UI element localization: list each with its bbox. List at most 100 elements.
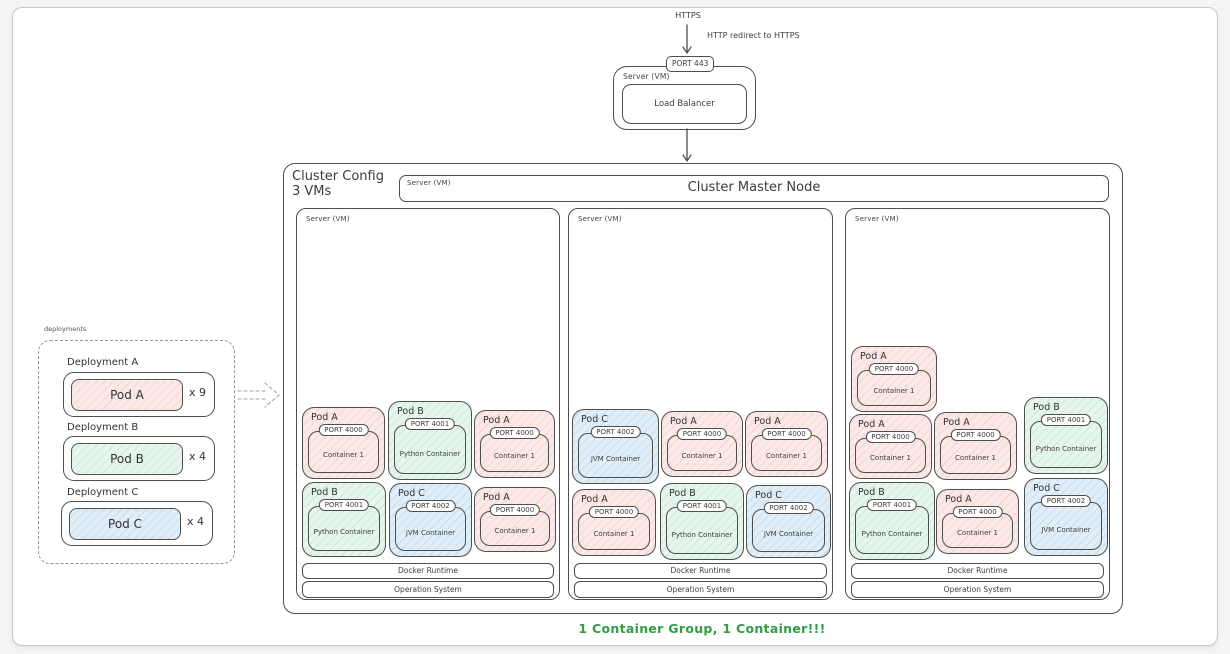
port-badge: PORT 4000: [489, 504, 541, 516]
server-vm-label: Server (VM): [855, 215, 899, 223]
pod-title: Pod A: [581, 494, 608, 505]
pod-title: Pod A: [670, 416, 697, 427]
container-label: Python Container: [861, 530, 923, 539]
pod-title: Pod A: [483, 415, 510, 426]
load-balancer-box: Load Balancer: [622, 84, 747, 124]
port-badge: PORT 4002: [763, 502, 814, 514]
deployment-b-pod: Pod B: [71, 443, 183, 475]
deployment-b-box: Pod B x 4: [63, 436, 215, 481]
deployment-a-count: x 9: [189, 386, 207, 399]
container-label: Python Container: [399, 449, 461, 458]
port-badge: PORT 4000: [761, 428, 812, 440]
docker-runtime-bar: Docker Runtime: [851, 563, 1104, 579]
deployments-panel: Deployment A Pod A x 9 Deployment B Pod …: [38, 340, 235, 564]
pod-title: Pod A: [311, 412, 338, 423]
server-vm-label: Server (VM): [578, 215, 622, 223]
container-label: Container 1: [957, 529, 998, 538]
cluster-master-node-box: Server (VM) Cluster Master Node: [399, 175, 1109, 202]
deployment-c-box: Pod C x 4: [61, 501, 213, 546]
deployment-b-count: x 4: [189, 450, 207, 463]
port-badge: PORT 4000: [868, 363, 920, 375]
pod-title: Pod B: [1033, 402, 1060, 413]
deployments-label: deployments: [44, 325, 87, 333]
http-redirect-label: HTTP redirect to HTTPS: [707, 31, 800, 40]
pod-title: Pod A: [860, 351, 887, 362]
container-label: Python Container: [313, 528, 375, 537]
pod-title: Pod C: [398, 488, 425, 499]
container-label: Container 1: [766, 451, 807, 460]
deployment-c-count: x 4: [187, 515, 205, 528]
container-label: JVM Container: [405, 528, 456, 537]
deployment-c-pod: Pod C: [69, 508, 181, 540]
container-label: Container 1: [323, 451, 364, 460]
port-badge: PORT 4001: [1040, 414, 1092, 426]
pod-title: Pod B: [858, 487, 885, 498]
footer-note: 1 Container Group, 1 Container!!!: [578, 621, 826, 636]
port-badge: PORT 4000: [950, 429, 1001, 441]
container-label: Container 1: [494, 527, 536, 536]
deployment-a-title: Deployment A: [67, 357, 139, 368]
operation-system-bar: Operation System: [302, 581, 554, 598]
container-label: Python Container: [1035, 444, 1097, 453]
load-balancer-vm-box: Server (VM) Load Balancer: [613, 66, 756, 130]
pod-title: Pod C: [1033, 483, 1060, 494]
https-label: HTTPS: [675, 11, 701, 20]
pod-title: Pod A: [945, 494, 972, 505]
port-badge: PORT 4000: [489, 427, 540, 439]
pod-title: Pod C: [581, 414, 608, 425]
deployment-c-title: Deployment C: [67, 487, 139, 498]
container-label: Container 1: [494, 451, 535, 460]
port-badge: PORT 4002: [405, 500, 456, 512]
pod-title: Pod B: [397, 406, 424, 417]
port-badge: PORT 4001: [676, 500, 728, 512]
port-badge: PORT 4000: [865, 431, 916, 443]
pod-title: Pod A: [943, 417, 970, 428]
port-443-badge: PORT 443: [666, 56, 715, 72]
cluster-master-node-title: Cluster Master Node: [687, 180, 821, 195]
deployment-b-title: Deployment B: [67, 422, 139, 433]
docker-runtime-bar: Docker Runtime: [574, 563, 827, 579]
pod-title: Pod B: [669, 488, 696, 499]
container-label: Container 1: [870, 454, 911, 463]
container-label: Python Container: [671, 530, 733, 539]
port-badge: PORT 4000: [952, 506, 1003, 518]
port-badge: PORT 4002: [1040, 495, 1092, 507]
pod-title: Pod A: [858, 419, 885, 430]
container-label: Container 1: [873, 386, 915, 395]
port-badge: PORT 4001: [404, 418, 456, 430]
container-label: JVM Container: [1041, 526, 1091, 535]
pod-title: Pod A: [754, 416, 781, 427]
port-badge: PORT 4000: [588, 506, 640, 518]
pod-title: Pod B: [311, 487, 338, 498]
deployment-a-pod: Pod A: [71, 379, 183, 411]
container-label: Container 1: [955, 453, 996, 462]
port-badge: PORT 4001: [866, 499, 918, 511]
port-badge: PORT 4001: [318, 499, 370, 511]
operation-system-bar: Operation System: [574, 581, 827, 598]
master-server-vm-label: Server (VM): [407, 179, 451, 187]
pod-title: Pod C: [755, 490, 782, 501]
lb-server-vm-label: Server (VM): [623, 72, 670, 81]
docker-runtime-bar: Docker Runtime: [302, 563, 554, 579]
container-label: Container 1: [681, 451, 723, 460]
server-vm-label: Server (VM): [306, 215, 350, 223]
